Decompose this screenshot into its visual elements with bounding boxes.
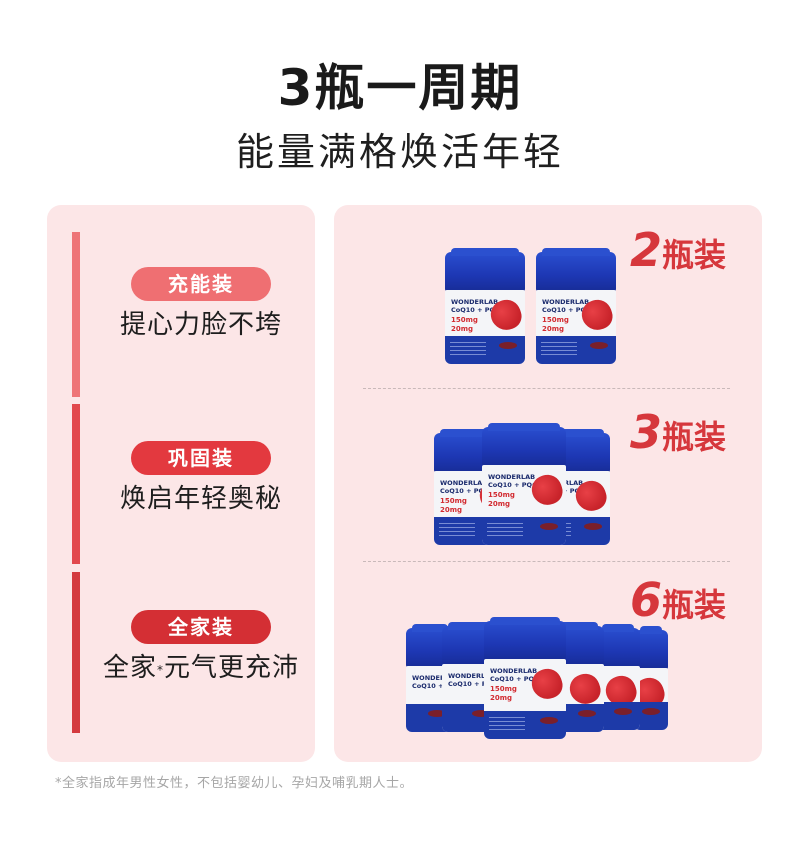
tier-pill: 全家装 bbox=[131, 610, 271, 644]
tier-description: 全家*元气更充沛 bbox=[87, 650, 315, 686]
pack-unit: 瓶装 bbox=[662, 586, 727, 624]
footnote: *全家指成年男性女性，不包括婴幼儿、孕妇及哺乳期人士。 bbox=[55, 776, 414, 791]
tier-bar-2 bbox=[72, 404, 80, 564]
divider bbox=[363, 561, 730, 562]
pack-count: 2 bbox=[630, 223, 663, 277]
page-subtitle: 能量满格焕活年轻 bbox=[235, 130, 564, 174]
page-title: 3瓶一周期 bbox=[277, 59, 523, 117]
tier-panel: 充能装 提心力脸不垮 巩固装 焕启年轻奥秘 全家装 全家*元气更充沛 bbox=[47, 205, 315, 762]
pack-count: 6 bbox=[630, 573, 663, 627]
pack-label-2: 2瓶装 bbox=[630, 225, 726, 280]
tier-description: 提心力脸不垮 bbox=[119, 310, 282, 340]
pack-unit: 瓶装 bbox=[662, 418, 727, 456]
desc-part: 全家 bbox=[102, 653, 157, 683]
pack-unit: 瓶装 bbox=[662, 236, 727, 274]
footnote-mark: * bbox=[157, 663, 164, 677]
tier-charge: 充能装 提心力脸不垮 bbox=[87, 267, 315, 343]
desc-part: 元气更充沛 bbox=[164, 653, 300, 683]
tier-pill: 巩固装 bbox=[131, 441, 271, 475]
tier-family: 全家装 全家*元气更充沛 bbox=[87, 610, 315, 686]
tier-pill: 充能装 bbox=[131, 267, 271, 301]
pack-label-3: 3瓶装 bbox=[630, 407, 726, 462]
pack-count: 3 bbox=[630, 405, 663, 459]
tier-description: 焕启年轻奥秘 bbox=[119, 484, 282, 514]
tier-bar-3 bbox=[72, 572, 80, 733]
tier-consolidate: 巩固装 焕启年轻奥秘 bbox=[87, 441, 315, 517]
tier-bar-1 bbox=[72, 232, 80, 397]
pack-label-6: 6瓶装 bbox=[630, 575, 726, 630]
divider bbox=[363, 388, 730, 389]
